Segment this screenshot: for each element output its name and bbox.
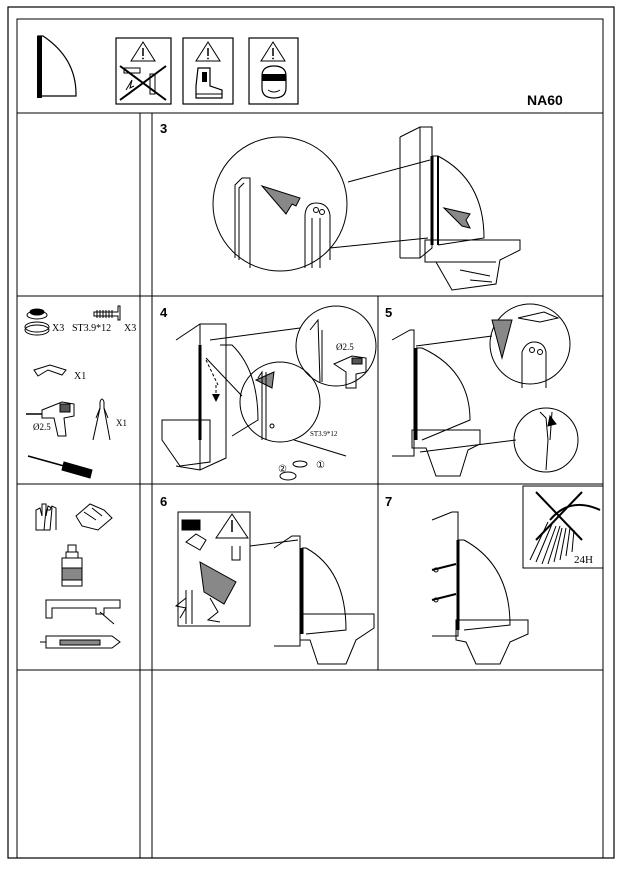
screw-part-icon (93, 305, 121, 321)
silicone-tube-icon (40, 635, 121, 649)
parts-list-step-6 (35, 503, 121, 649)
wedge-quantity: X1 (74, 371, 86, 382)
step-4-screw-label: ST3.9*12 (310, 430, 338, 438)
step-4-callout-2: ② (278, 464, 287, 475)
step-5-number: 5 (385, 305, 392, 320)
warning-safety-goggles-icon (248, 37, 299, 105)
step-6-number: 6 (160, 494, 167, 509)
clip-part-icon (92, 398, 111, 441)
step-4-illustration (161, 305, 377, 481)
cloth-icon (75, 503, 113, 531)
step-7-number: 7 (385, 494, 392, 509)
cleaner-bottle-icon (61, 544, 83, 587)
ring-quantity: X3 (52, 323, 64, 334)
step-3-number: 3 (160, 121, 167, 136)
drill-bit-size: Ø2.5 (33, 422, 51, 432)
step-7-illustration (431, 485, 604, 665)
step-7-cure-time: 24H (574, 554, 593, 566)
screw-spec: ST3.9*12 (72, 323, 111, 334)
gloves-icon (35, 503, 57, 531)
silicone-gun-icon (45, 599, 121, 625)
step-4-drill-bit-label: Ø2.5 (336, 342, 354, 352)
drill-icon (26, 401, 75, 437)
step-5-illustration (391, 303, 579, 477)
warning-safety-boots-icon (182, 37, 234, 105)
clip-quantity: X1 (116, 418, 127, 428)
step-3-illustration (212, 126, 521, 291)
ring-part-icon (24, 308, 50, 336)
shower-panel-icon (37, 35, 77, 98)
screwdriver-icon (27, 455, 93, 479)
warning-no-tools-icon (115, 37, 172, 105)
step-4-callout-1: ① (316, 460, 325, 471)
parts-list-step-4: X3 ST3.9*12 X3 X1 Ø2.5 X1 (24, 305, 136, 479)
wedge-part-icon (33, 364, 67, 377)
step-4-number: 4 (160, 305, 168, 320)
screw-quantity: X3 (124, 323, 136, 334)
step-6-illustration (174, 511, 375, 665)
model-code: NA60 (527, 92, 563, 108)
